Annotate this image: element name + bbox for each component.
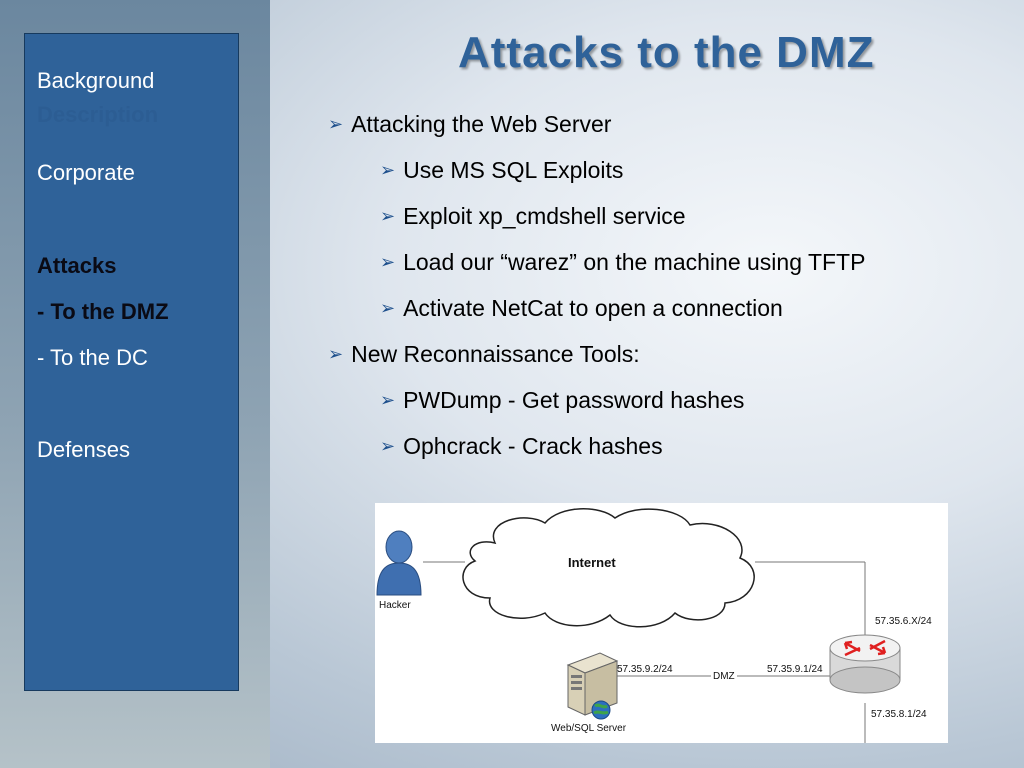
- bullet-item: ➢ PWDump - Get password hashes: [380, 387, 744, 414]
- sidebar-item-to-the-dmz[interactable]: - To the DMZ: [37, 299, 169, 324]
- arrow-bullet-icon: ➢: [380, 298, 396, 318]
- internet-cloud-icon: [462, 508, 755, 628]
- bullet-text: Activate NetCat to open a connection: [403, 295, 783, 321]
- sidebar-item-defenses[interactable]: Defenses: [37, 437, 130, 462]
- sidebar-item-background[interactable]: Background: [37, 68, 155, 93]
- arrow-bullet-icon: ➢: [380, 252, 396, 272]
- network-diagram: Internet Hacker 57.35.9.2/24 DMZ 57.35.9…: [375, 503, 948, 743]
- arrow-bullet-icon: ➢: [380, 206, 396, 226]
- bullet-item: ➢ New Reconnaissance Tools:: [328, 341, 640, 368]
- hacker-icon: [376, 530, 422, 596]
- router-icon: [829, 634, 901, 694]
- arrow-bullet-icon: ➢: [328, 114, 344, 134]
- bullet-text: Ophcrack - Crack hashes: [403, 433, 663, 459]
- bullet-text: New Reconnaissance Tools:: [351, 341, 640, 367]
- arrow-bullet-icon: ➢: [328, 344, 344, 364]
- bullet-text: Exploit xp_cmdshell service: [403, 203, 686, 229]
- router-wan-ip-label: 57.35.6.X/24: [875, 616, 932, 627]
- router-dmz-ip-label: 57.35.9.1/24: [767, 664, 823, 675]
- bullet-item: ➢ Use MS SQL Exploits: [380, 157, 623, 184]
- bullet-text: PWDump - Get password hashes: [403, 387, 745, 413]
- bullet-item: ➢ Exploit xp_cmdshell service: [380, 203, 686, 230]
- bullet-item: ➢ Ophcrack - Crack hashes: [380, 433, 663, 460]
- internet-label: Internet: [568, 555, 616, 570]
- slide-title: Attacks to the DMZ: [458, 28, 875, 77]
- sidebar-item-corporate[interactable]: Corporate: [37, 160, 135, 185]
- dmz-link-label: DMZ: [711, 671, 737, 682]
- bullet-item: ➢ Activate NetCat to open a connection: [380, 295, 783, 322]
- arrow-bullet-icon: ➢: [380, 390, 396, 410]
- sidebar-nav: Description Background Corporate Attacks…: [24, 33, 239, 691]
- bullet-text: Attacking the Web Server: [351, 111, 612, 137]
- bullet-item: ➢ Load our “warez” on the machine using T…: [380, 249, 865, 276]
- bullet-text: Load our “warez” on the machine using TF…: [403, 249, 866, 275]
- arrow-bullet-icon: ➢: [380, 160, 396, 180]
- web-sql-server-icon: [566, 652, 619, 720]
- sidebar-ghost-label: Description: [37, 102, 159, 127]
- server-ip-label: 57.35.9.2/24: [617, 664, 673, 675]
- bullet-item: ➢ Attacking the Web Server: [328, 111, 611, 138]
- bullet-text: Use MS SQL Exploits: [403, 157, 624, 183]
- arrow-bullet-icon: ➢: [380, 436, 396, 456]
- router-lan-ip-label: 57.35.8.1/24: [871, 709, 927, 720]
- server-label: Web/SQL Server: [551, 723, 627, 734]
- hacker-label: Hacker: [379, 600, 411, 611]
- sidebar-item-to-the-dc[interactable]: - To the DC: [37, 345, 148, 370]
- sidebar-item-attacks[interactable]: Attacks: [37, 253, 117, 278]
